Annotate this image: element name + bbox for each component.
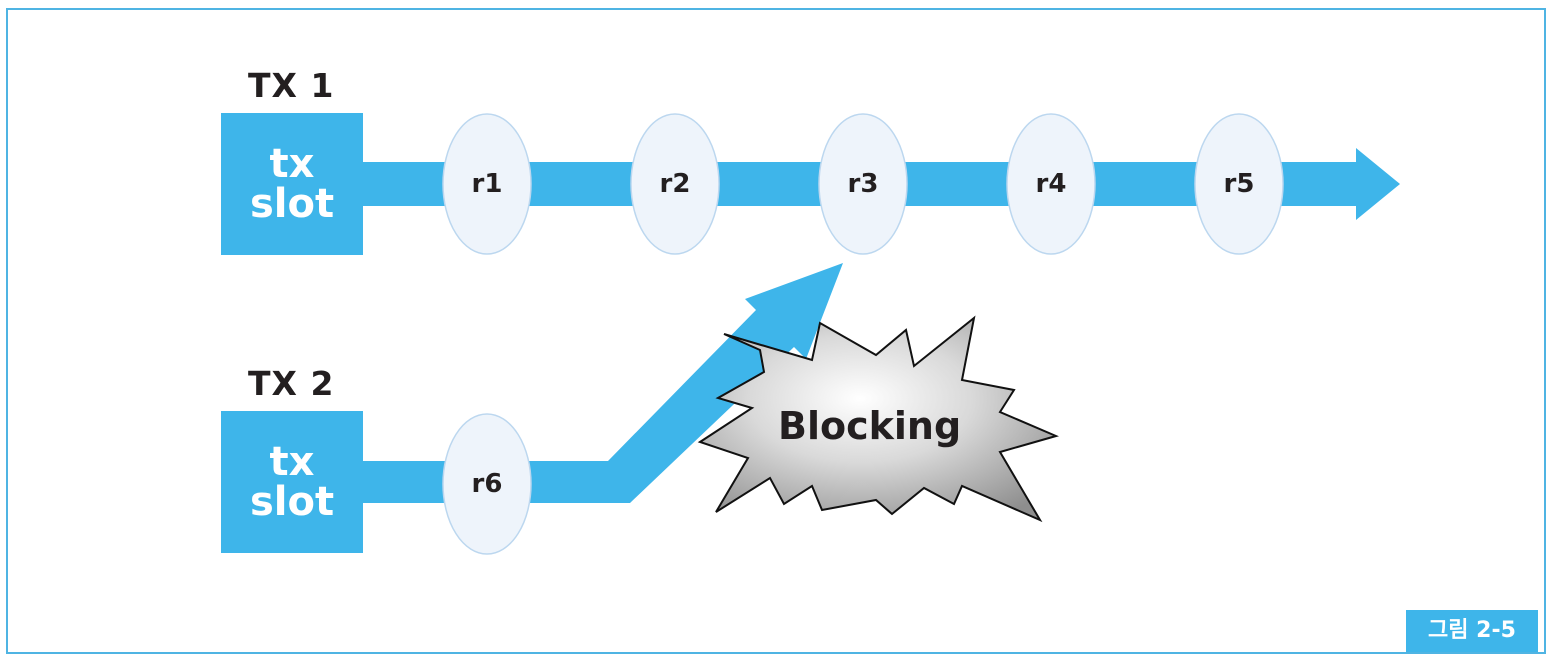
blocking-burst bbox=[697, 315, 1059, 523]
tx1-slot-line-1: tx bbox=[269, 141, 315, 187]
tx1-slot: tx slot bbox=[221, 113, 363, 255]
tx2-slot-line-2: slot bbox=[249, 479, 335, 525]
row-node-r5 bbox=[1194, 113, 1284, 255]
tx2-slot-line-1: tx bbox=[269, 439, 315, 485]
row-label-r6: r6 bbox=[471, 469, 503, 499]
blocking-label: Blocking bbox=[778, 404, 962, 448]
tx2-slot: tx slot bbox=[221, 411, 363, 553]
tx1-label: TX 1 bbox=[248, 66, 335, 105]
row-label-r2: r2 bbox=[659, 169, 691, 199]
row-label-r1: r1 bbox=[471, 169, 503, 199]
row-node-r2 bbox=[630, 113, 720, 255]
tx2-label: TX 2 bbox=[248, 364, 335, 403]
figure-number-tag: 그림 2-5 bbox=[1406, 610, 1538, 652]
row-node-r3 bbox=[818, 113, 908, 255]
row-node-r6 bbox=[442, 413, 532, 555]
row-label-r4: r4 bbox=[1035, 169, 1067, 199]
tx1-slot-line-2: slot bbox=[249, 181, 335, 227]
row-node-r4 bbox=[1006, 113, 1096, 255]
row-node-r1 bbox=[442, 113, 532, 255]
row-label-r3: r3 bbox=[847, 169, 879, 199]
row-label-r5: r5 bbox=[1223, 169, 1255, 199]
